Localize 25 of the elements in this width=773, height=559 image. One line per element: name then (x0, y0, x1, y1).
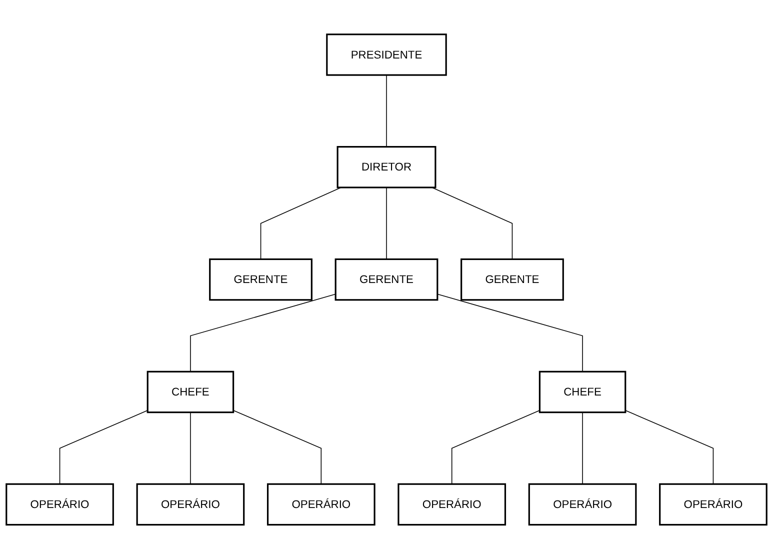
connector (432, 187, 513, 260)
connector (190, 294, 336, 372)
connector (582, 412, 583, 484)
connector (624, 410, 714, 484)
connector (437, 294, 583, 372)
node-box: CHEFE (538, 370, 626, 414)
node-box: OPERÁRIO (659, 483, 768, 526)
node-box: PRESIDENTE (326, 34, 447, 76)
connector (386, 187, 387, 260)
node-box: CHEFE (146, 370, 234, 414)
connector (59, 410, 148, 484)
connector (386, 74, 387, 148)
node-box: GERENTE (460, 258, 564, 301)
node-box: GERENTE (209, 258, 312, 301)
node-box: DIRETOR (336, 146, 436, 188)
node-box: OPERÁRIO (6, 483, 114, 526)
node-box: GERENTE (334, 258, 438, 301)
connector (232, 410, 322, 484)
connector (190, 412, 191, 484)
connector (451, 410, 540, 484)
connector (260, 187, 342, 260)
node-box: OPERÁRIO (266, 483, 376, 526)
node-box: OPERÁRIO (136, 483, 245, 526)
node-box: OPERÁRIO (398, 483, 506, 526)
node-box: OPERÁRIO (528, 483, 637, 526)
